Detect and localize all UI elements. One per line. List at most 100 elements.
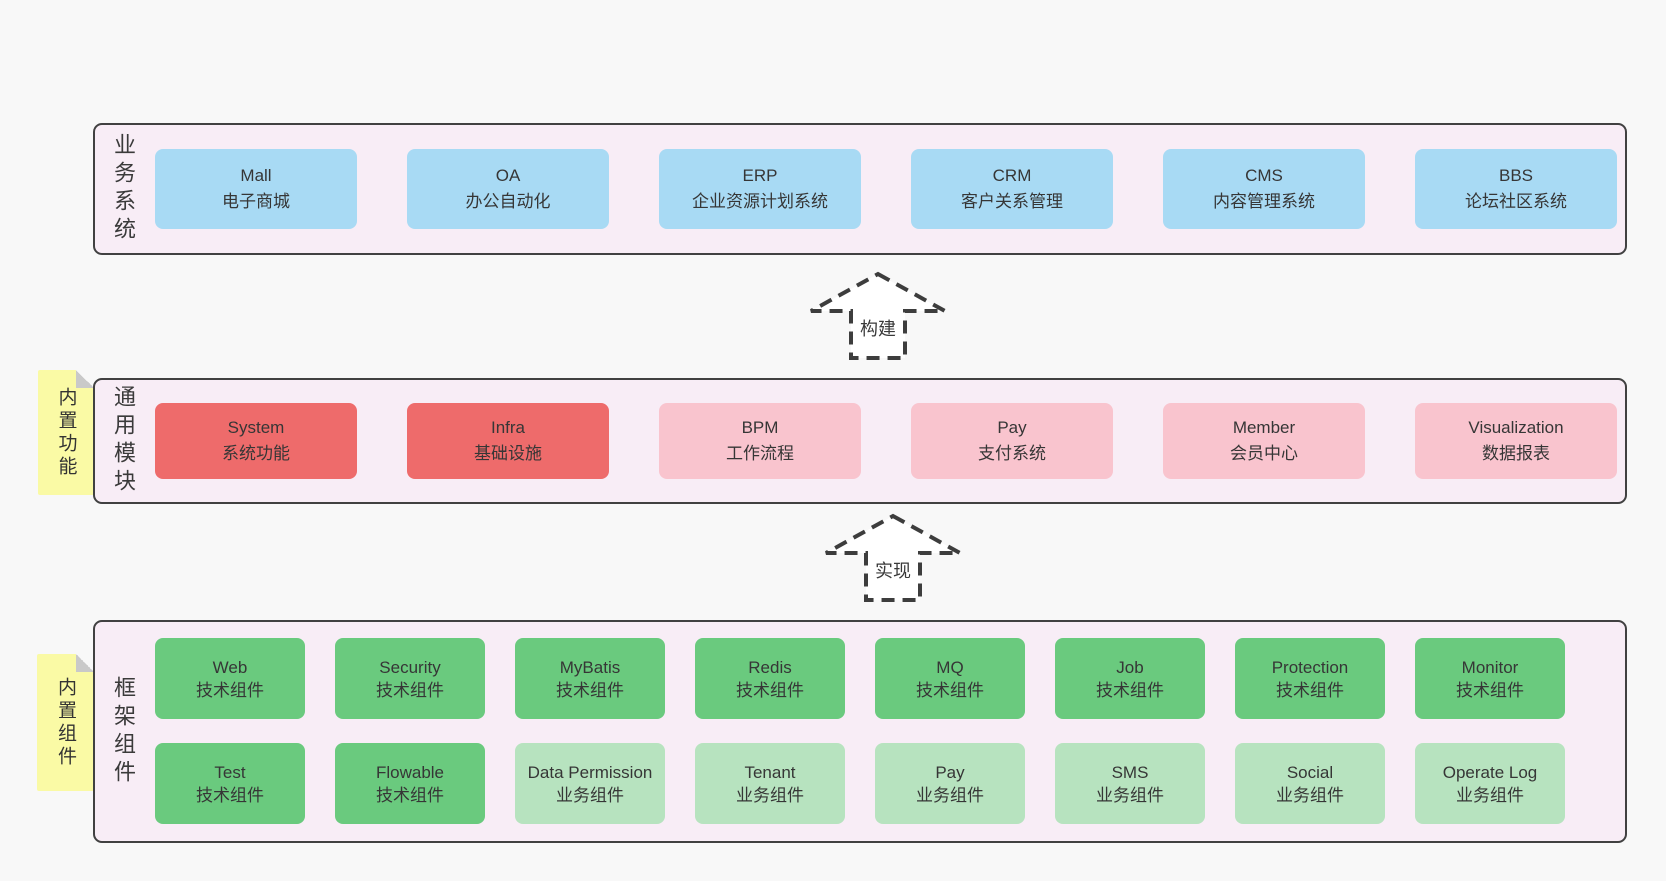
box-subtitle: 支付系统 (978, 444, 1046, 463)
arrow-label: 构建 (858, 315, 898, 341)
folded-corner (76, 654, 94, 672)
box-subtitle: 业务组件 (1456, 785, 1524, 805)
sticky-note-builtin-features: 内置功能 (38, 370, 94, 495)
section-common-modules: 通用模块 System 系统功能 Infra 基础设施 BPM 工作流程 Pay… (93, 378, 1627, 504)
box-subtitle: 会员中心 (1230, 444, 1298, 463)
common-modules-row: System 系统功能 Infra 基础设施 BPM 工作流程 Pay 支付系统… (155, 403, 1617, 479)
box-mybatis: MyBatis 技术组件 (515, 638, 665, 719)
business-systems-row: Mall 电子商城 OA 办公自动化 ERP 企业资源计划系统 CRM 客户关系… (155, 149, 1617, 229)
box-title: Social (1286, 762, 1334, 782)
box-title: CMS (1245, 166, 1283, 185)
box-data-permission: Data Permission 业务组件 (515, 743, 665, 824)
box-title: Flowable (375, 762, 445, 782)
box-subtitle: 业务组件 (556, 785, 624, 805)
box-subtitle: 技术组件 (376, 785, 444, 805)
box-monitor: Monitor 技术组件 (1415, 638, 1565, 719)
box-mall: Mall 电子商城 (155, 149, 357, 229)
box-title: Pay (935, 762, 965, 782)
box-title: Job (1116, 657, 1144, 677)
box-erp: ERP 企业资源计划系统 (659, 149, 861, 229)
box-mq: MQ 技术组件 (875, 638, 1025, 719)
arrow-build: 构建 (808, 270, 948, 362)
box-bbs: BBS 论坛社区系统 (1415, 149, 1617, 229)
box-system: System 系统功能 (155, 403, 357, 479)
box-title: Visualization (1468, 418, 1564, 437)
box-title: Tenant (744, 762, 796, 782)
box-subtitle: 技术组件 (196, 785, 264, 805)
box-protection: Protection 技术组件 (1235, 638, 1385, 719)
box-subtitle: 技术组件 (1096, 680, 1164, 700)
folded-corner (76, 370, 94, 388)
box-security: Security 技术组件 (335, 638, 485, 719)
box-title: OA (495, 166, 521, 185)
box-infra: Infra 基础设施 (407, 403, 609, 479)
box-bpm: BPM 工作流程 (659, 403, 861, 479)
box-subtitle: 技术组件 (376, 680, 444, 700)
box-test: Test 技术组件 (155, 743, 305, 824)
box-title: System (227, 418, 285, 437)
box-oa: OA 办公自动化 (407, 149, 609, 229)
box-sms: SMS 业务组件 (1055, 743, 1205, 824)
box-member: Member 会员中心 (1163, 403, 1365, 479)
box-title: Security (379, 657, 441, 677)
sticky-note-label: 内置组件 (55, 676, 76, 769)
section-framework-components: 框架组件 Web 技术组件 Security 技术组件 MyBatis 技术组件… (93, 620, 1627, 843)
box-pay: Pay 支付系统 (911, 403, 1113, 479)
box-subtitle: 业务组件 (1276, 785, 1344, 805)
box-title: Pay (997, 418, 1027, 437)
box-subtitle: 技术组件 (196, 680, 264, 700)
arrow-implement: 实现 (823, 512, 963, 604)
box-title: Infra (490, 418, 526, 437)
box-tenant: Tenant 业务组件 (695, 743, 845, 824)
box-flowable: Flowable 技术组件 (335, 743, 485, 824)
box-subtitle: 技术组件 (1276, 680, 1344, 700)
box-crm: CRM 客户关系管理 (911, 149, 1113, 229)
sticky-note-label: 内置功能 (55, 386, 77, 479)
box-subtitle: 业务组件 (916, 785, 984, 805)
sticky-note-builtin-components: 内置组件 (37, 654, 94, 791)
box-subtitle: 技术组件 (556, 680, 624, 700)
arrow-label: 实现 (873, 557, 913, 583)
section-label: 通用模块 (111, 385, 136, 497)
box-subtitle: 办公自动化 (465, 192, 551, 211)
box-subtitle: 系统功能 (222, 444, 290, 463)
box-subtitle: 技术组件 (736, 680, 804, 700)
box-social: Social 业务组件 (1235, 743, 1385, 824)
box-subtitle: 论坛社区系统 (1465, 192, 1567, 211)
box-title: Redis (748, 657, 792, 677)
section-business-systems: 业务系统 Mall 电子商城 OA 办公自动化 ERP 企业资源计划系统 CRM… (93, 123, 1627, 255)
section-label: 框架组件 (111, 675, 136, 788)
box-subtitle: 基础设施 (474, 444, 542, 463)
box-redis: Redis 技术组件 (695, 638, 845, 719)
box-job: Job 技术组件 (1055, 638, 1205, 719)
box-title: Mall (240, 166, 272, 185)
box-title: MQ (936, 657, 964, 677)
box-title: Data Permission (527, 762, 653, 782)
box-title: ERP (742, 166, 778, 185)
section-label: 业务系统 (111, 133, 136, 245)
box-pay-business: Pay 业务组件 (875, 743, 1025, 824)
box-operate-log: Operate Log 业务组件 (1415, 743, 1565, 824)
box-subtitle: 内容管理系统 (1213, 192, 1315, 211)
box-title: MyBatis (559, 657, 621, 677)
box-web: Web 技术组件 (155, 638, 305, 719)
box-subtitle: 企业资源计划系统 (692, 192, 828, 211)
box-title: Member (1232, 418, 1296, 437)
box-cms: CMS 内容管理系统 (1163, 149, 1365, 229)
framework-row-1: Web 技术组件 Security 技术组件 MyBatis 技术组件 Redi… (155, 638, 1565, 719)
box-title: Web (212, 657, 248, 677)
box-title: BBS (1498, 166, 1534, 185)
box-subtitle: 电子商城 (222, 192, 290, 211)
box-subtitle: 工作流程 (726, 444, 794, 463)
box-subtitle: 业务组件 (1096, 785, 1164, 805)
box-subtitle: 业务组件 (736, 785, 804, 805)
box-subtitle: 技术组件 (1456, 680, 1524, 700)
box-subtitle: 客户关系管理 (961, 192, 1063, 211)
box-title: Monitor (1461, 657, 1519, 677)
box-title: Protection (1271, 657, 1349, 677)
box-title: SMS (1111, 762, 1149, 782)
box-subtitle: 技术组件 (916, 680, 984, 700)
box-visualization: Visualization 数据报表 (1415, 403, 1617, 479)
box-title: BPM (741, 418, 779, 437)
